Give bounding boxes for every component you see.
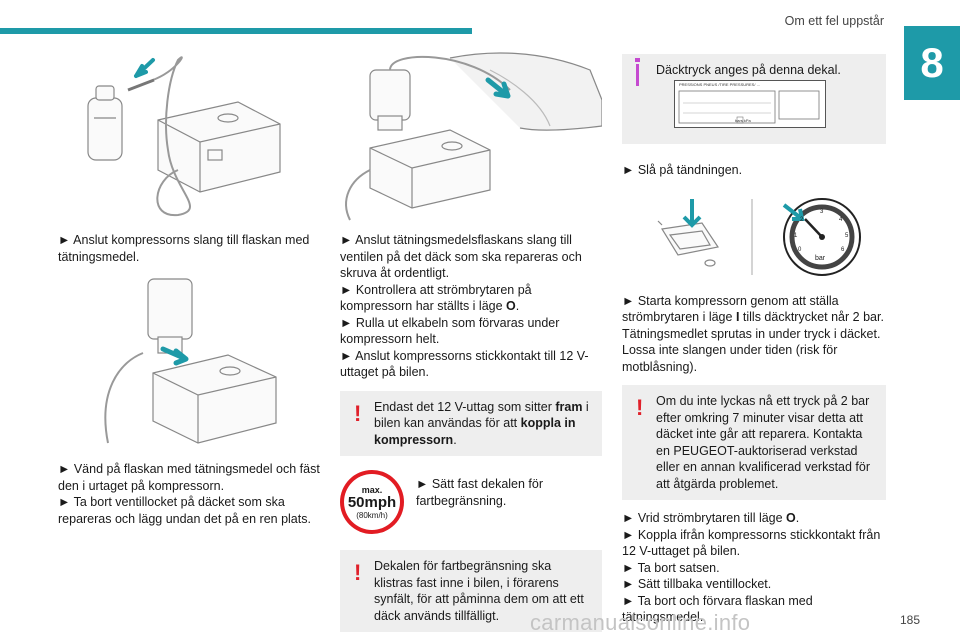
info-icon-dot	[635, 58, 640, 62]
info-icon	[636, 64, 639, 86]
header-accent-bar	[0, 28, 472, 34]
tyre-pressure-decal: PRESSIONS PNEUS /TIRE PRESSURES/ ... bar…	[674, 80, 826, 128]
step-connect-hose: ► Anslut kompressorns slang till flaskan…	[58, 233, 310, 264]
decal-illustration	[678, 90, 820, 124]
column-1: ► Anslut kompressorns slang till flaskan…	[58, 40, 320, 527]
step-remove-kit: ► Ta bort satsen.	[622, 560, 720, 575]
watermark-text: carmanualsonline.info	[530, 610, 751, 635]
step-unplug: ► Koppla ifrån kompressorns stickkontakt…	[622, 527, 881, 559]
step-attach-sticker: ► Sätt fast dekalen för fartbegränsning.	[416, 477, 544, 508]
warning-box-sticker: ! Dekalen för fartbegränsning ska klistr…	[340, 550, 602, 632]
speed-limit-badge: max. 50mph (80km/h)	[340, 470, 404, 534]
step-switch-off: ► Vrid strömbrytaren till läge O.	[622, 511, 800, 525]
warning-box-front-socket: ! Endast det 12 V-uttag som sitter fram …	[340, 390, 602, 456]
figure-hose-to-bottle	[58, 40, 320, 222]
compressor-hose-illustration	[87, 56, 281, 217]
direction-arrow-icon	[160, 346, 189, 366]
step-unroll-cable: ► Rulla ut elkabeln som förvaras under k…	[340, 315, 560, 347]
warning-box-pressure: ! Om du inte lyckas nå ett tryck på 2 ba…	[622, 385, 886, 500]
step-refit-valve-cap: ► Sätt tillbaka ventillocket.	[622, 577, 772, 591]
step-remove-valve-cap: ► Ta bort ventillocket på däcket som ska…	[58, 495, 311, 526]
switch-gauge-illustration	[657, 197, 861, 276]
step-connect-to-valve: ► Anslut tätningsmedelsflaskans slang ti…	[340, 233, 582, 280]
tyre-connection-illustration	[345, 52, 603, 221]
direction-arrow-icon	[134, 58, 155, 78]
gauge-pointer-arrow-icon	[782, 202, 805, 221]
info-box-tyre-pressure: Däcktryck anges på denna dekal. PRESSION…	[622, 54, 886, 144]
step-start-compressor: ► Starta kompressorn genom att ställa st…	[622, 293, 884, 374]
step-ignition-on: ► Slå på tändningen.	[622, 163, 743, 177]
warning-exclamation-icon: !	[354, 560, 362, 585]
direction-arrow-icon	[485, 77, 511, 99]
step-plug-in: ► Anslut kompressorns stickkontakt till …	[340, 348, 589, 380]
chapter-number-tab: 8	[904, 26, 960, 100]
page-number: 185	[899, 613, 920, 627]
column-2: ► Anslut tätningsmedelsflaskans slang ti…	[340, 40, 603, 632]
figure-bottle-mount	[58, 273, 320, 451]
warning-exclamation-icon: !	[636, 395, 644, 420]
column-3: Däcktryck anges på denna dekal. PRESSION…	[622, 40, 886, 626]
step-attach-bottle: ► Vänd på flaskan med tätningsmedel och …	[58, 462, 320, 493]
figure-switch-and-gauge: bar 0 1 2 3 4 5 6	[622, 195, 886, 281]
figure-hose-to-tyre	[340, 40, 603, 224]
chapter-title: Om ett fel uppstår	[784, 14, 884, 28]
step-store-bottle: ► Ta bort och förvara flaskan med tätnin…	[622, 593, 813, 625]
bottle-mount-illustration	[104, 278, 277, 444]
warning-exclamation-icon: !	[354, 400, 362, 426]
push-arrow-icon	[682, 198, 702, 228]
speed-sticker-row: max. 50mph (80km/h) ► Sätt fast dekalen …	[340, 470, 602, 534]
step-check-switch: ► Kontrollera att strömbrytaren på kompr…	[340, 282, 532, 314]
